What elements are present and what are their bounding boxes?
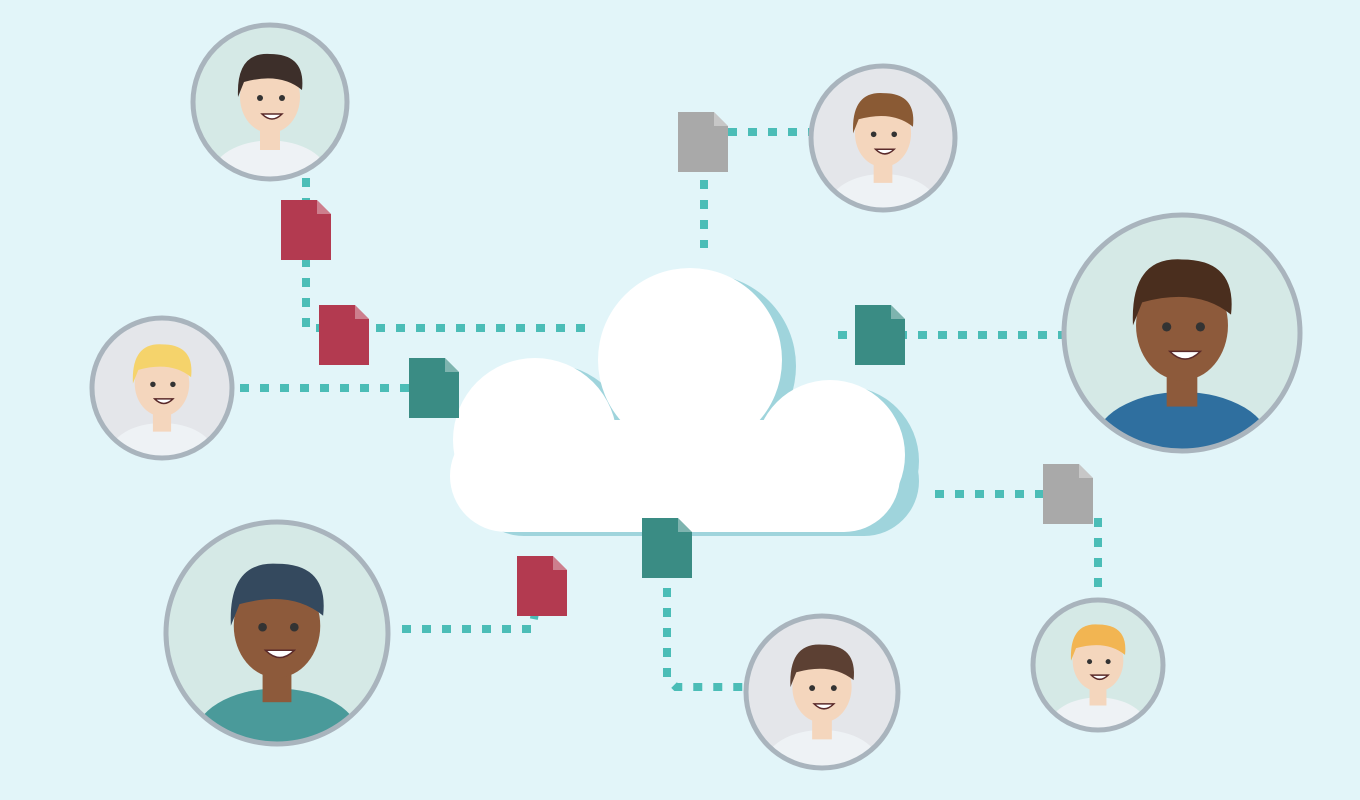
person-avatar	[1061, 212, 1303, 454]
person-avatar	[190, 22, 350, 182]
document-icon	[855, 305, 905, 365]
document-icon	[517, 556, 567, 616]
dotted-connectors	[240, 128, 1102, 691]
person-avatar	[743, 613, 901, 771]
document-icon	[642, 518, 692, 578]
person-avatar	[89, 315, 235, 461]
document-icon	[319, 305, 369, 365]
document-icon	[281, 200, 331, 260]
person-avatar	[1030, 597, 1166, 733]
person-avatar	[163, 519, 391, 747]
cloud-icon	[450, 268, 919, 536]
connector	[663, 568, 746, 691]
document-icon	[678, 112, 728, 172]
avatars	[89, 22, 1303, 771]
connector	[402, 559, 549, 633]
document-icon	[1043, 464, 1093, 524]
documents	[281, 112, 1093, 616]
person-avatar	[808, 63, 958, 213]
document-icon	[409, 358, 459, 418]
